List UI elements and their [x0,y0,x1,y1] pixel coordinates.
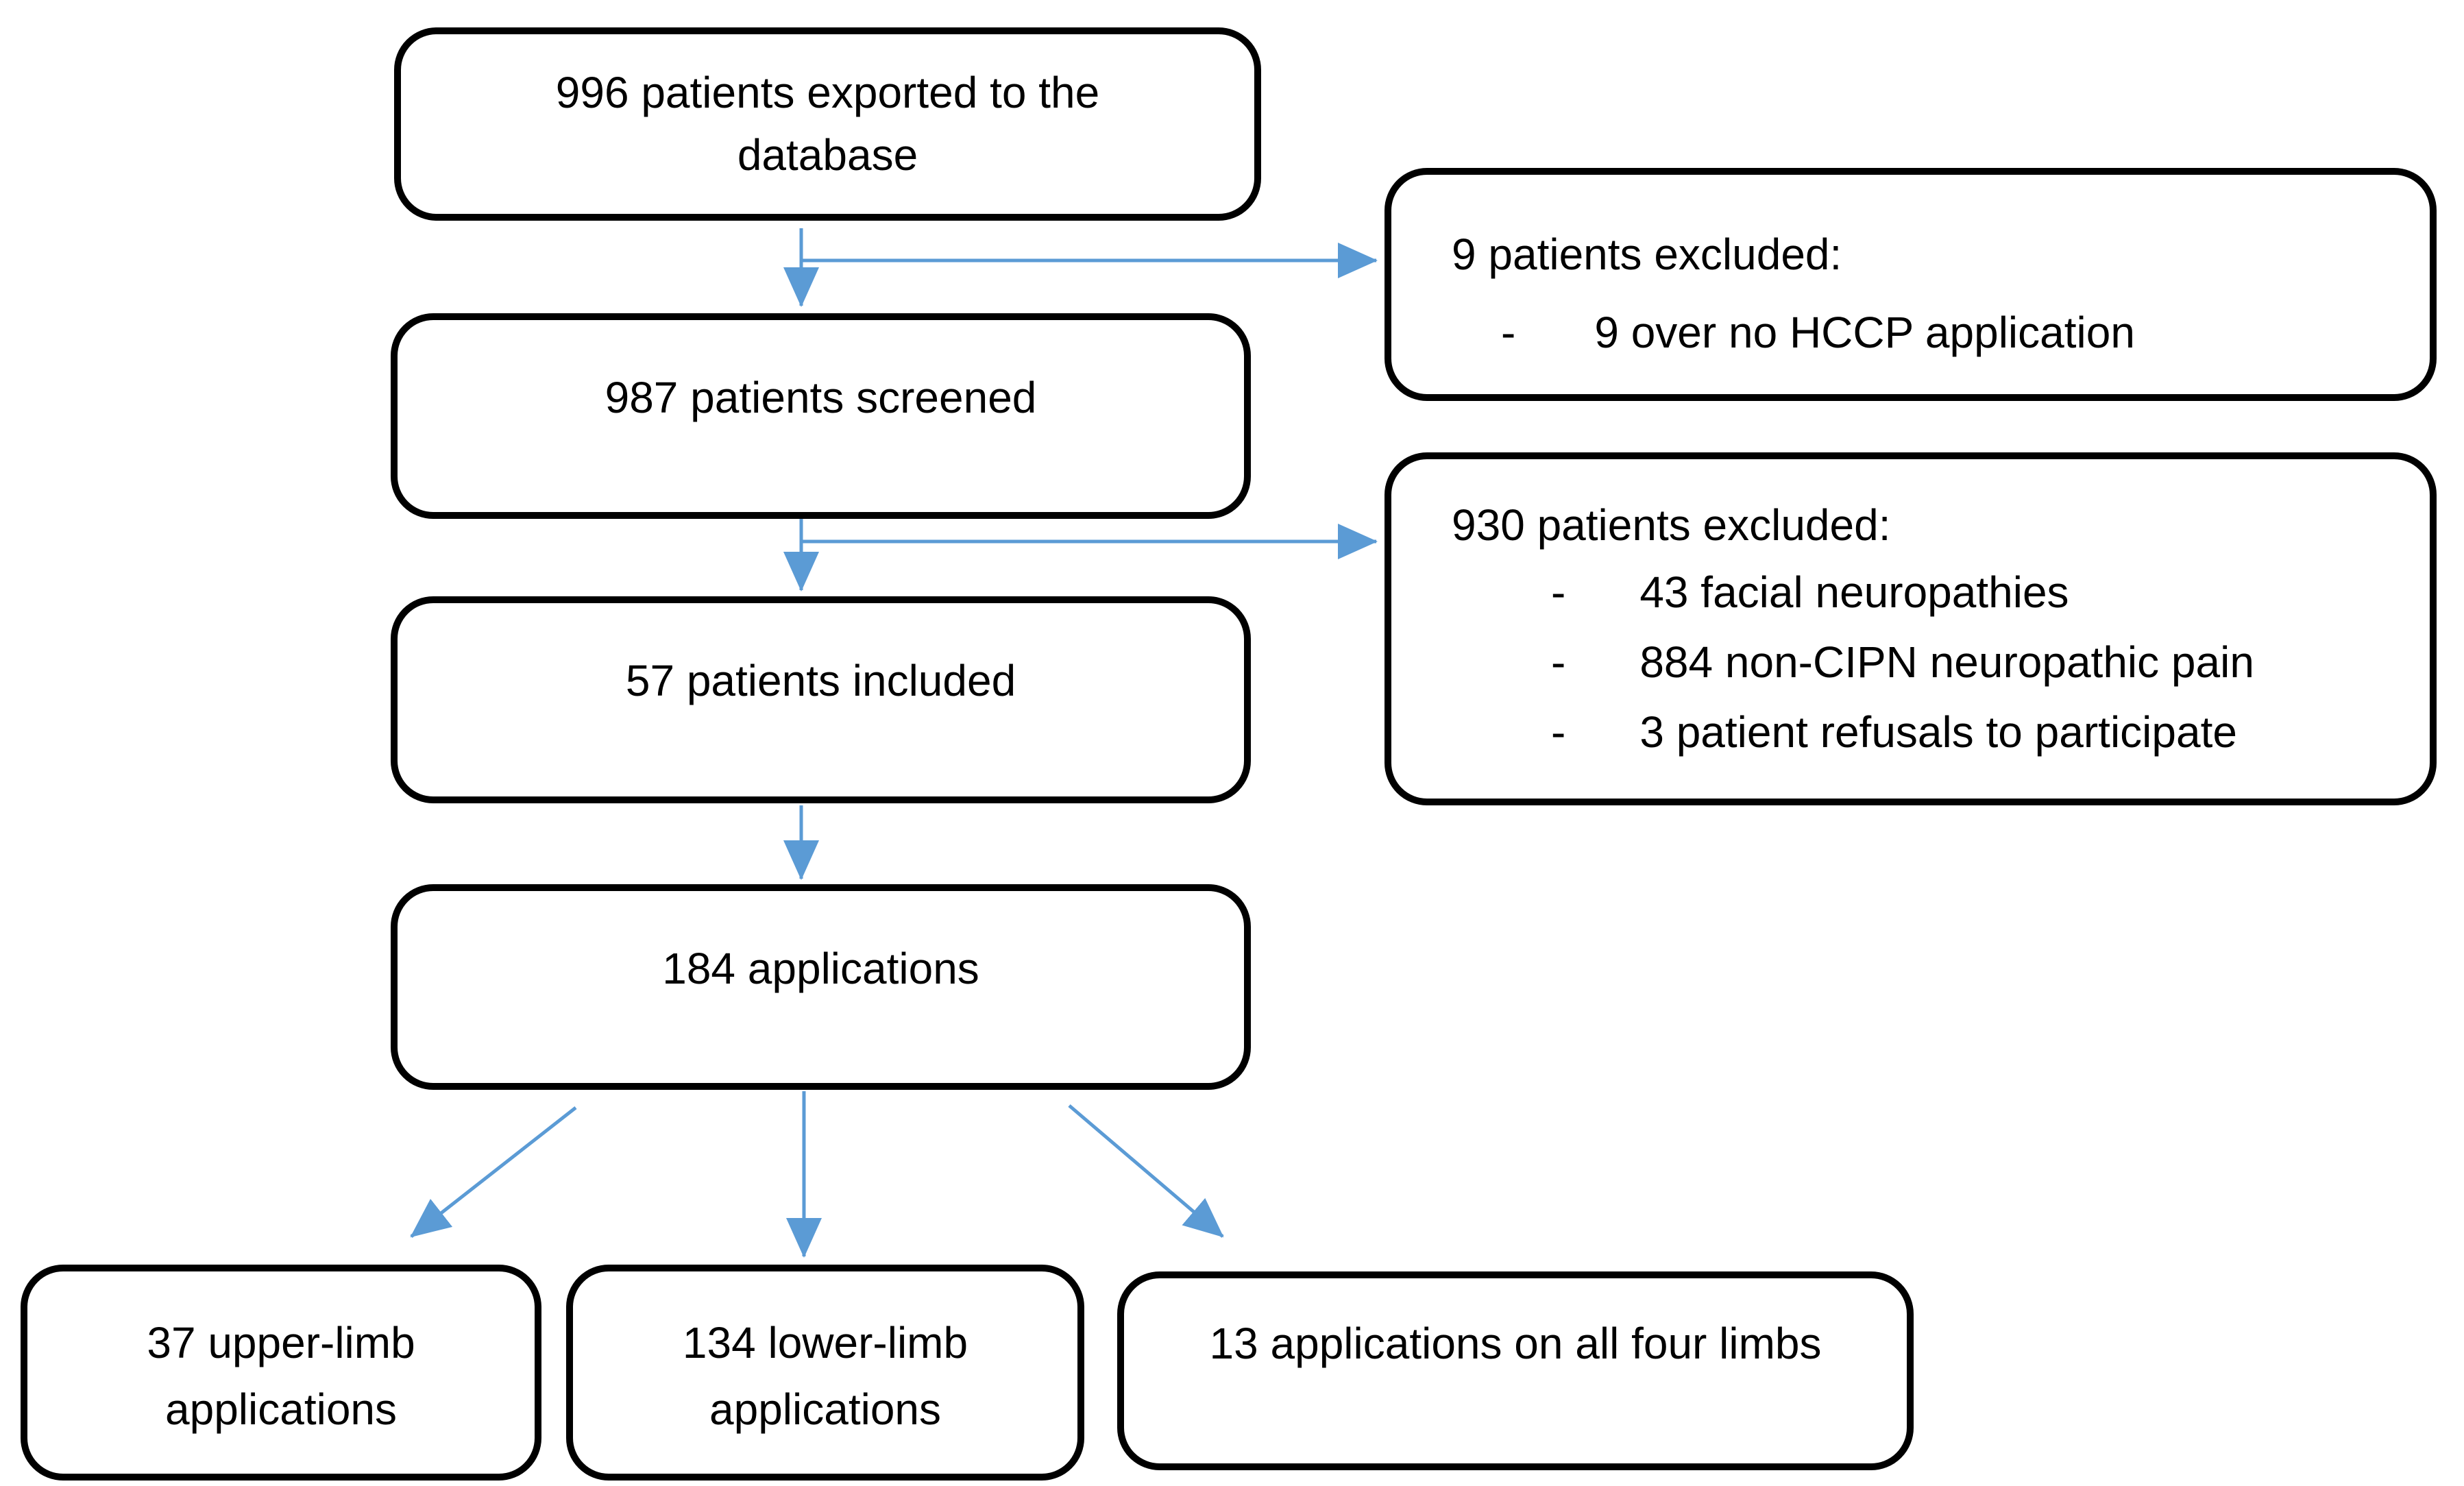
bullet-dash: - [1551,568,1566,617]
node-patients-exported: 996 patients exported to the database [394,27,1261,221]
node-applications-total: 184 applications [391,884,1251,1090]
excluded-step1-title: 9 patients excluded: [1452,230,1842,279]
excluded-step2-title: 930 patients excluded: [1452,500,1891,550]
bullet-dash: - [1501,308,1516,357]
node-patients-screened-label: 987 patients screened [605,373,1037,422]
excluded-step2-bullet-text: 3 patient refusals to participate [1639,707,2237,757]
excluded-step2-bullet-text: 43 facial neuropathies [1639,568,2069,617]
excluded-step1-bullet: - 9 over no HCCP application [1452,310,2402,354]
node-excluded-step1: 9 patients excluded: - 9 over no HCCP ap… [1385,168,2437,401]
bullet-dash: - [1551,637,1566,687]
node-patients-screened: 987 patients screened [391,313,1251,519]
node-upper-limb-line1: 37 upper-limb [147,1318,415,1367]
excluded-step2-bullet: - 3 patient refusals to participate [1452,710,2402,754]
node-patients-included-label: 57 patients included [625,656,1016,705]
node-upper-limb-applications: 37 upper-limb applications [21,1265,541,1481]
node-lower-limb-line1: 134 lower-limb [682,1318,968,1367]
excluded-step1-bullet-text: 9 over no HCCP application [1594,308,2135,357]
node-patients-exported-line1: 996 patients exported to the [555,68,1100,118]
node-applications-total-label: 184 applications [662,944,979,993]
arrow-applications-to-upper-limb [410,1106,577,1238]
node-excluded-step2: 930 patients excluded: - 43 facial neuro… [1385,452,2437,805]
bullet-dash: - [1551,707,1566,757]
excluded-step2-bullet: - 43 facial neuropathies [1452,570,2402,614]
node-four-limbs-applications: 13 applications on all four limbs [1117,1271,1914,1470]
node-four-limbs-label: 13 applications on all four limbs [1209,1319,1822,1368]
excluded-step2-bullets: - 43 facial neuropathies - 884 non-CIPN … [1452,570,2402,754]
node-upper-limb-line2: applications [165,1385,397,1435]
excluded-step2-bullet-text: 884 non-CIPN neuropathic pain [1639,637,2254,687]
excluded-step2-bullet: - 884 non-CIPN neuropathic pain [1452,640,2402,684]
node-lower-limb-line2: applications [709,1385,941,1435]
node-lower-limb-applications: 134 lower-limb applications [566,1265,1084,1481]
node-patients-included: 57 patients included [391,596,1251,803]
excluded-step1-bullets: - 9 over no HCCP application [1452,310,2402,354]
node-patients-exported-line2: database [737,130,918,180]
arrow-applications-to-four-limbs [1068,1104,1224,1238]
